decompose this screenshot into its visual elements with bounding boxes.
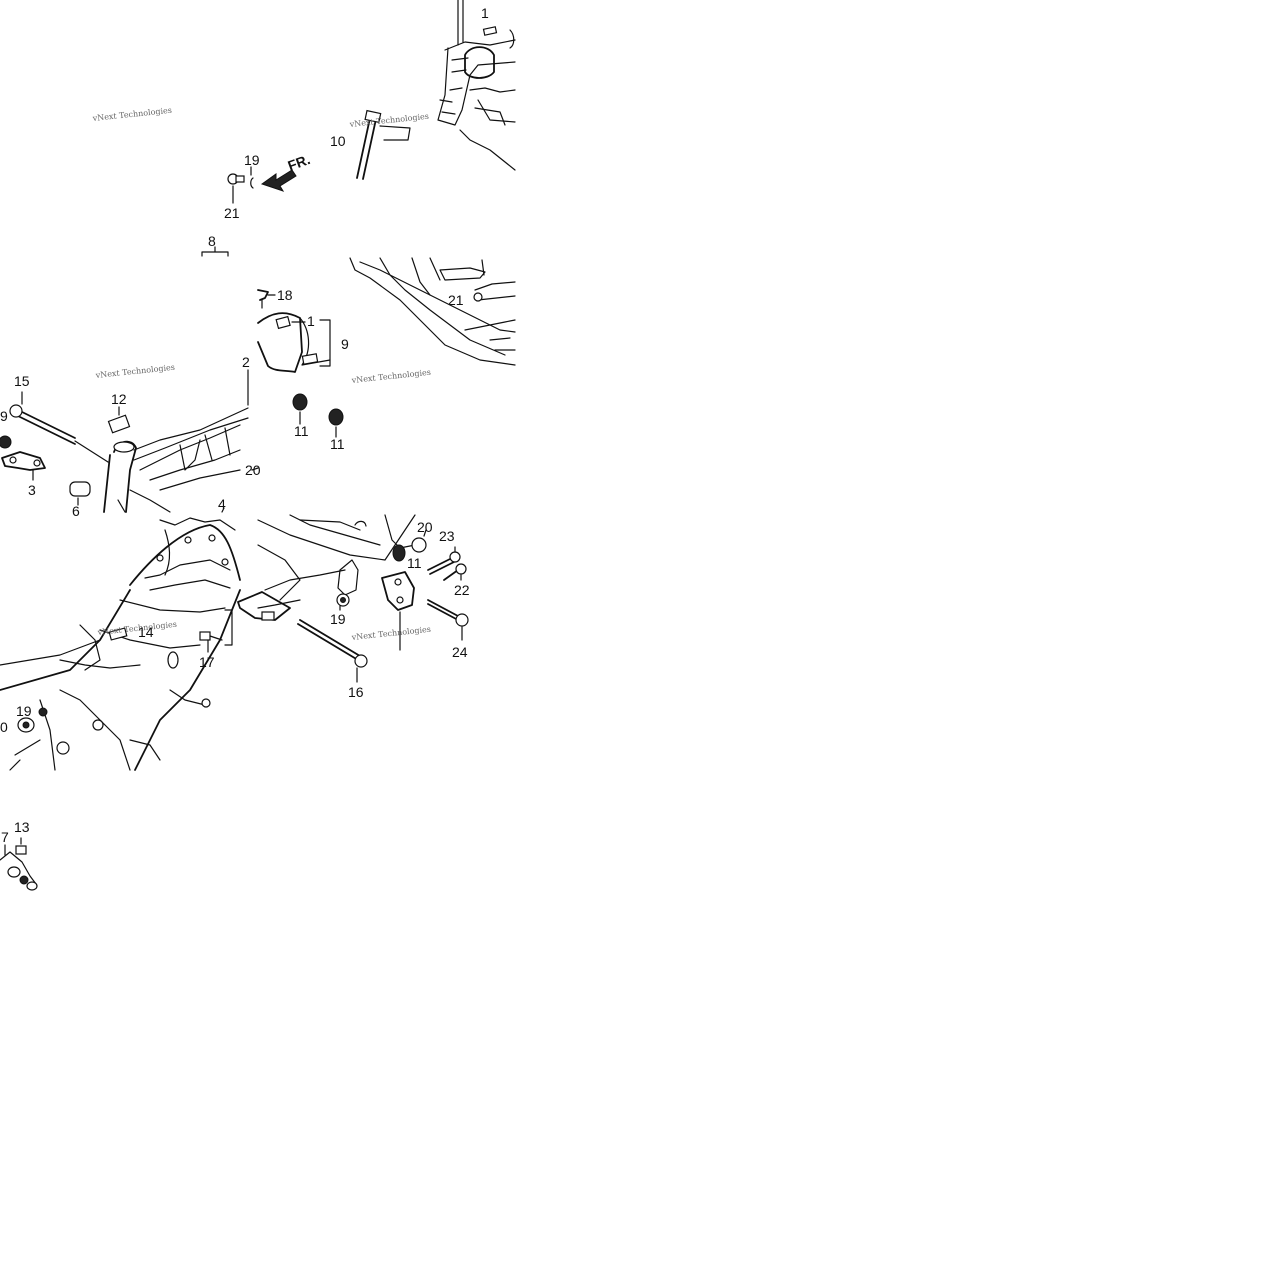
rear-frame-section xyxy=(349,257,516,366)
callout-12: 12 xyxy=(111,391,127,407)
spacer-6 xyxy=(69,481,91,506)
callout-9-left: 9 xyxy=(0,408,8,424)
steering-head-assembly xyxy=(437,0,516,171)
clip-18 xyxy=(257,289,276,309)
watermark-1: vNext Technologies xyxy=(91,106,172,123)
bolt-16 xyxy=(297,619,368,683)
nut-19-bottom-mid xyxy=(336,593,350,611)
callout-20-bottom-left: 0 xyxy=(0,719,8,735)
grommet-11-b xyxy=(328,408,344,438)
plate-14 xyxy=(108,627,128,641)
callout-20-mid: 20 xyxy=(245,462,261,478)
callout-18: 18 xyxy=(277,287,293,303)
callout-23: 23 xyxy=(439,528,455,544)
bolt-10 xyxy=(356,109,411,180)
callout-1-mid: 1 xyxy=(307,313,315,329)
callout-19-bottom-mid: 19 xyxy=(330,611,346,627)
bracket-3 xyxy=(1,451,46,481)
grommet-11-right xyxy=(392,544,406,562)
callout-7: 7 xyxy=(1,829,9,845)
callout-11-a: 11 xyxy=(294,423,309,439)
callout-15: 15 xyxy=(14,373,30,389)
main-frame-rear xyxy=(0,517,241,771)
callout-16: 16 xyxy=(348,684,364,700)
bolt-15 xyxy=(9,391,109,463)
callout-9: 9 xyxy=(341,336,349,352)
callout-11-right: 11 xyxy=(407,555,422,571)
callout-17: 17 xyxy=(199,654,215,670)
callout-labels: 1 19 21 10 8 18 1 9 21 2 15 12 9 3 6 20 … xyxy=(0,5,489,845)
callout-21-top: 21 xyxy=(224,205,240,221)
callout-19-bottom-left: 19 xyxy=(16,703,32,719)
watermark-3: vNext Technologies xyxy=(94,363,175,380)
leader-bracket-17 xyxy=(224,609,233,646)
bracket-right xyxy=(381,571,415,651)
callout-10: 10 xyxy=(330,133,346,149)
callout-21-mid: 21 xyxy=(448,292,464,308)
bolt-22 xyxy=(443,563,467,581)
callout-13: 13 xyxy=(14,819,30,835)
callout-19-top: 19 xyxy=(244,152,260,168)
collar-9-left xyxy=(0,435,12,449)
callout-14: 14 xyxy=(138,624,154,640)
label-13 xyxy=(15,837,27,855)
watermark-4: vNext Technologies xyxy=(350,368,431,385)
watermarks: vNext Technologies vNext Technologies vN… xyxy=(91,106,431,642)
nut-19-bottom-left xyxy=(38,707,48,717)
callout-22: 22 xyxy=(454,582,470,598)
callout-2: 2 xyxy=(242,354,250,370)
watermark-6: vNext Technologies xyxy=(350,625,431,642)
callout-4: 4 xyxy=(218,496,226,512)
bolt-24 xyxy=(427,599,469,641)
collar-20-bottom-left xyxy=(17,717,35,733)
label-12 xyxy=(107,406,131,434)
callout-24: 24 xyxy=(452,644,468,660)
callout-8: 8 xyxy=(208,233,216,249)
grommet-11-a xyxy=(292,393,308,425)
callout-6: 6 xyxy=(72,503,80,519)
bolt-23 xyxy=(427,546,461,575)
callout-3: 3 xyxy=(28,482,36,498)
fender-piece-9 xyxy=(257,312,331,373)
bracket-8-line xyxy=(201,246,229,257)
lock-assembly-7 xyxy=(0,844,38,891)
callout-11-b: 11 xyxy=(330,436,345,452)
leader-20-mid xyxy=(251,467,259,471)
front-direction-arrow: FR. xyxy=(260,151,313,192)
leader-4 xyxy=(221,507,225,513)
main-frame-front xyxy=(103,407,249,513)
bolt-21-top xyxy=(227,166,254,204)
collar-20-right xyxy=(411,529,427,553)
watermark-5: vNext Technologies xyxy=(96,620,177,637)
lower-frame-section xyxy=(237,514,416,621)
direction-label: FR. xyxy=(286,151,313,174)
bolt-17 xyxy=(199,631,223,653)
callout-1-top: 1 xyxy=(481,5,489,21)
callout-20-right: 20 xyxy=(417,519,433,535)
